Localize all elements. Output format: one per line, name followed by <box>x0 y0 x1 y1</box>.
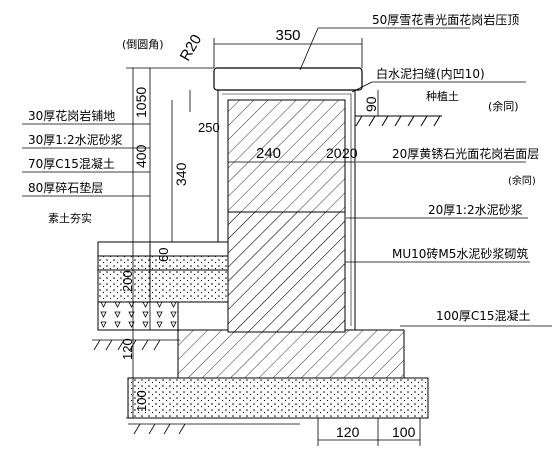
dim-1050: 1050 <box>133 87 149 118</box>
coping-stone <box>213 67 363 91</box>
dim-120: 120 <box>336 424 360 440</box>
leader-lines <box>22 27 552 327</box>
dim-20a: 20 <box>326 145 342 161</box>
dim-100: 100 <box>392 424 416 440</box>
label-paving5: 素土夯实 <box>48 211 92 225</box>
dim-radius: R20 <box>177 32 205 64</box>
wall-body <box>227 99 346 333</box>
label-same1: (余同) <box>488 99 519 113</box>
label-same2: (余同) <box>508 174 536 187</box>
label-seam: 白水泥扫缝(内凹10) <box>376 66 485 81</box>
label-paving2: 30厚1:2水泥砂浆 <box>28 132 123 147</box>
label-chamfer: (倒圆角) <box>122 38 164 51</box>
dim-200: 200 <box>120 270 135 292</box>
dim-20b: 20 <box>342 145 358 161</box>
dim-90: 90 <box>363 96 379 112</box>
dim-120v: 120 <box>120 338 135 360</box>
label-paving1: 30厚花岗岩铺地 <box>28 108 115 123</box>
foundation-base <box>127 377 429 419</box>
dim-250: 250 <box>198 120 220 135</box>
dim-350: 350 <box>275 27 300 44</box>
label-mortar-render: 20厚1:2水泥砂浆 <box>428 202 523 217</box>
dim-340: 340 <box>173 162 189 186</box>
label-top-coping: 50厚雪花青光面花岗岩压顶 <box>372 12 519 27</box>
label-brick: MU10砖M5水泥砂浆砌筑 <box>392 246 528 261</box>
dim-240: 240 <box>256 145 281 162</box>
label-granite-face: 20厚黄锈石光面花岗岩面层 <box>392 146 539 161</box>
paving-layers <box>97 241 229 331</box>
label-paving4: 80厚碎石垫层 <box>28 180 103 195</box>
label-soil: 种植土 <box>426 89 459 103</box>
dim-60: 60 <box>156 248 171 262</box>
label-concrete-base: 100厚C15混凝土 <box>436 308 531 323</box>
dimension-lines <box>126 38 421 446</box>
label-paving3: 70厚C15混凝土 <box>28 156 115 171</box>
dim-400: 400 <box>133 144 149 168</box>
dim-100v: 100 <box>134 390 149 412</box>
